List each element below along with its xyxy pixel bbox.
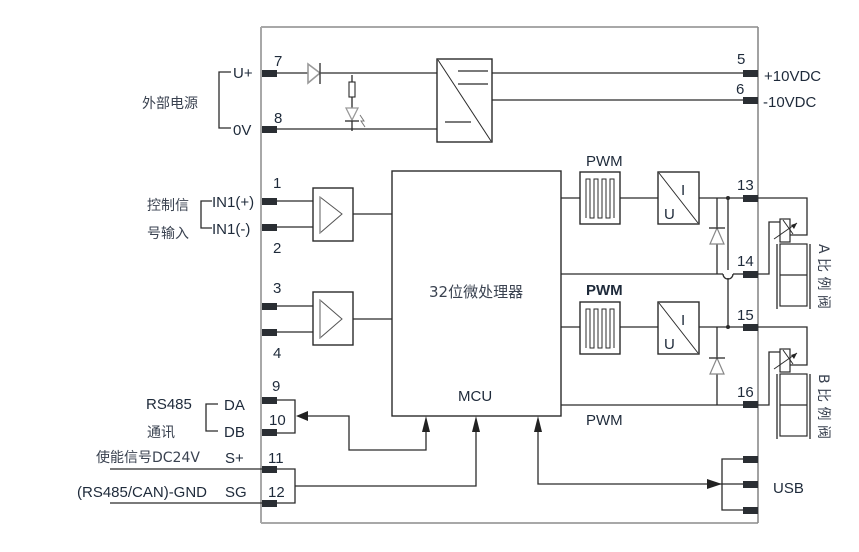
diode-icon bbox=[307, 62, 322, 85]
arrow-icon bbox=[707, 479, 722, 489]
power-label: 外部电源 bbox=[142, 96, 198, 112]
rs485-label-line2: 通讯 bbox=[147, 425, 175, 441]
terminal-5 bbox=[743, 70, 758, 77]
terminal-11 bbox=[262, 466, 277, 473]
valve-terminals: 13 14 15 16 bbox=[737, 177, 758, 408]
terminal-3 bbox=[262, 303, 277, 310]
freewheel-diode-b-icon bbox=[709, 356, 725, 375]
pin-16-label: 16 bbox=[737, 384, 754, 401]
u-plus-label: U+ bbox=[233, 65, 253, 82]
led-indicator-icon bbox=[344, 75, 366, 131]
mcu-label: MCU bbox=[458, 388, 492, 405]
proportional-valve-b-icon bbox=[758, 326, 811, 439]
dc-dc-converter-icon bbox=[436, 58, 493, 143]
pwm-label-c: PWM bbox=[586, 412, 623, 429]
voltage-current-converter-a-icon: I U bbox=[657, 171, 700, 225]
pwm-label-a: PWM bbox=[586, 153, 623, 170]
terminal-15 bbox=[743, 324, 758, 331]
pin-2-label: 2 bbox=[273, 240, 281, 257]
amplifier-1-icon bbox=[312, 187, 354, 242]
pin-4-label: 4 bbox=[273, 345, 281, 362]
arrow-icon bbox=[472, 416, 480, 432]
pin-5-label: 5 bbox=[737, 51, 745, 68]
usb-label: USB bbox=[773, 480, 804, 497]
sg-label: SG bbox=[225, 484, 247, 501]
pin-3-label: 3 bbox=[273, 280, 281, 297]
amplifier-2-icon bbox=[312, 291, 354, 346]
pin-1-label: 1 bbox=[273, 175, 281, 192]
control-input-bracket bbox=[200, 200, 212, 229]
usb-terminal-1 bbox=[743, 456, 758, 463]
pin-11-label: 11 bbox=[268, 450, 284, 467]
rs485-bracket bbox=[205, 403, 218, 432]
channel-b: PWM I U PWM bbox=[561, 282, 744, 429]
arrow-icon bbox=[534, 416, 542, 432]
pin-13-label: 13 bbox=[737, 177, 754, 194]
valve-b-label: B 比 例 阀 bbox=[815, 374, 831, 439]
control-input-label-line1: 控制信 bbox=[147, 198, 189, 214]
rs485-label-line1: RS485 bbox=[146, 396, 192, 413]
mcu-title: 32位微处理器 bbox=[429, 283, 523, 301]
terminal-2 bbox=[262, 224, 277, 231]
pwm-label-b: PWM bbox=[586, 282, 623, 299]
pin-6-label: 6 bbox=[736, 81, 744, 98]
terminal-12 bbox=[262, 500, 277, 507]
svg-text:I: I bbox=[681, 182, 685, 199]
terminal-7 bbox=[262, 70, 277, 77]
terminal-16 bbox=[743, 401, 758, 408]
power-bracket bbox=[218, 71, 231, 129]
terminal-9 bbox=[262, 397, 277, 404]
voltage-current-converter-b-icon: I U bbox=[657, 301, 700, 355]
control-input-label-line2: 号输入 bbox=[147, 226, 189, 242]
pin-14-label: 14 bbox=[737, 253, 754, 270]
svg-text:I: I bbox=[681, 312, 685, 329]
module-frame bbox=[260, 26, 759, 524]
pin-10-label: 10 bbox=[269, 412, 286, 429]
s-plus-label: S+ bbox=[225, 450, 244, 467]
arrow-icon bbox=[422, 416, 430, 432]
control-input-section: 控制信 号输入 IN1(+) IN1(-) 1 2 3 4 bbox=[147, 175, 392, 362]
terminal-1 bbox=[262, 198, 277, 205]
minus-10vdc-label: -10VDC bbox=[763, 94, 817, 111]
terminal-13 bbox=[743, 195, 758, 202]
terminal-14 bbox=[743, 271, 758, 278]
usb-terminal-3 bbox=[743, 507, 758, 514]
da-label: DA bbox=[224, 397, 245, 414]
pin-15-label: 15 bbox=[737, 307, 754, 324]
in1-minus-label: IN1(-) bbox=[212, 221, 250, 238]
terminal-6 bbox=[743, 97, 758, 104]
pwm-b-icon bbox=[579, 301, 621, 355]
gnd-label: (RS485/CAN)-GND bbox=[77, 484, 207, 501]
proportional-valve-a-icon bbox=[758, 197, 811, 309]
rs485-section: RS485 通讯 DA DB 9 10 bbox=[146, 378, 430, 451]
arrow-icon bbox=[296, 411, 308, 421]
terminal-8 bbox=[262, 126, 277, 133]
svg-text:U: U bbox=[664, 206, 675, 223]
svg-text:U: U bbox=[664, 336, 675, 353]
pwm-a-icon bbox=[579, 171, 621, 225]
db-label: DB bbox=[224, 424, 245, 441]
plus-10vdc-label: +10VDC bbox=[764, 68, 821, 85]
enable-section: 使能信号DC24V S+ (RS485/CAN)-GND SG 11 12 bbox=[77, 416, 480, 507]
enable-label: 使能信号DC24V bbox=[96, 449, 200, 466]
in1-plus-label: IN1(+) bbox=[212, 194, 254, 211]
pin-8-label: 8 bbox=[274, 110, 282, 127]
usb-section: USB bbox=[534, 416, 804, 514]
pin-12-label: 12 bbox=[268, 484, 285, 501]
valve-a-label: A 比 例 阀 bbox=[815, 244, 831, 309]
power-section: 外部电源 U+ 0V 7 8 bbox=[142, 51, 821, 143]
mcu-block: 32位微处理器 MCU bbox=[391, 170, 562, 417]
pin-7-label: 7 bbox=[274, 53, 282, 70]
terminal-4 bbox=[262, 329, 277, 336]
zero-v-label: 0V bbox=[233, 122, 251, 139]
freewheel-diode-a-icon bbox=[709, 226, 725, 245]
channel-a: PWM I U bbox=[561, 153, 744, 280]
usb-terminal-2 bbox=[743, 481, 758, 488]
pin-9-label: 9 bbox=[272, 378, 280, 395]
terminal-10 bbox=[262, 429, 277, 436]
